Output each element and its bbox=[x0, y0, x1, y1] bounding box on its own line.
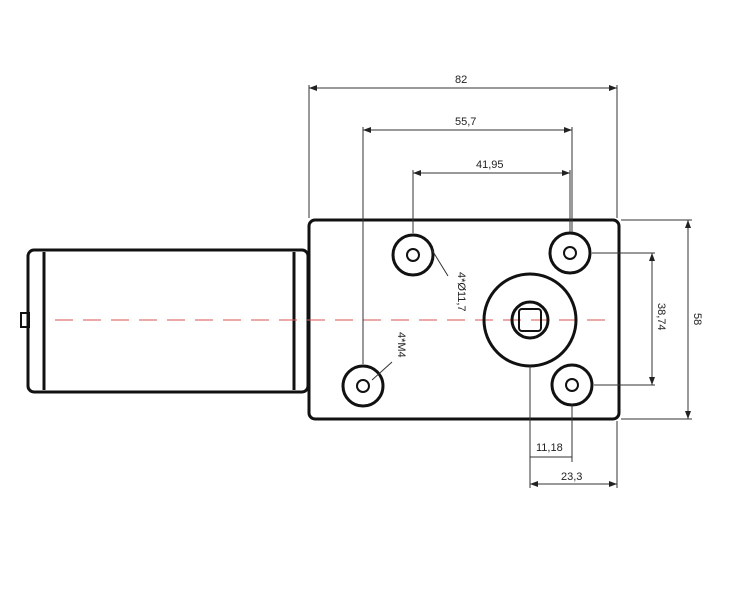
dimension-label-58: 58 bbox=[691, 313, 703, 325]
motor-body bbox=[20, 248, 310, 394]
dimension-overall-height: 58 bbox=[621, 219, 703, 420]
callout-counterbore: 4*Ø11,7 bbox=[431, 249, 467, 312]
dimension-label-11-18: 11,18 bbox=[536, 442, 563, 454]
dimension-label-41-95: 41,95 bbox=[476, 159, 504, 171]
mounting-hole-bottom-right bbox=[550, 363, 594, 407]
dimension-overall-width: 82 bbox=[308, 74, 618, 218]
callout-label-counterbore: 4*Ø11,7 bbox=[455, 272, 467, 312]
dimension-vertical-hole-spacing: 38,74 bbox=[592, 252, 667, 386]
callout-thread: 4*M4 bbox=[371, 332, 407, 381]
dimension-label-82: 82 bbox=[455, 74, 467, 86]
dimension-shaft-offset-small: 11,18 bbox=[529, 366, 573, 462]
mounting-hole-top-right bbox=[548, 231, 592, 275]
dimension-inner-hole-spacing: 41,95 bbox=[412, 159, 571, 233]
dimension-outer-hole-spacing: 55,7 bbox=[362, 116, 573, 364]
mounting-hole-bottom-left bbox=[341, 364, 385, 408]
callout-label-thread: 4*M4 bbox=[395, 332, 407, 358]
mounting-hole-top-left bbox=[391, 233, 435, 277]
dimension-label-23-3: 23,3 bbox=[561, 471, 582, 483]
dimension-shaft-offset-large: 23,3 bbox=[529, 421, 618, 488]
dimension-label-38-74: 38,74 bbox=[655, 303, 667, 331]
dimension-label-55-7: 55,7 bbox=[455, 116, 476, 128]
